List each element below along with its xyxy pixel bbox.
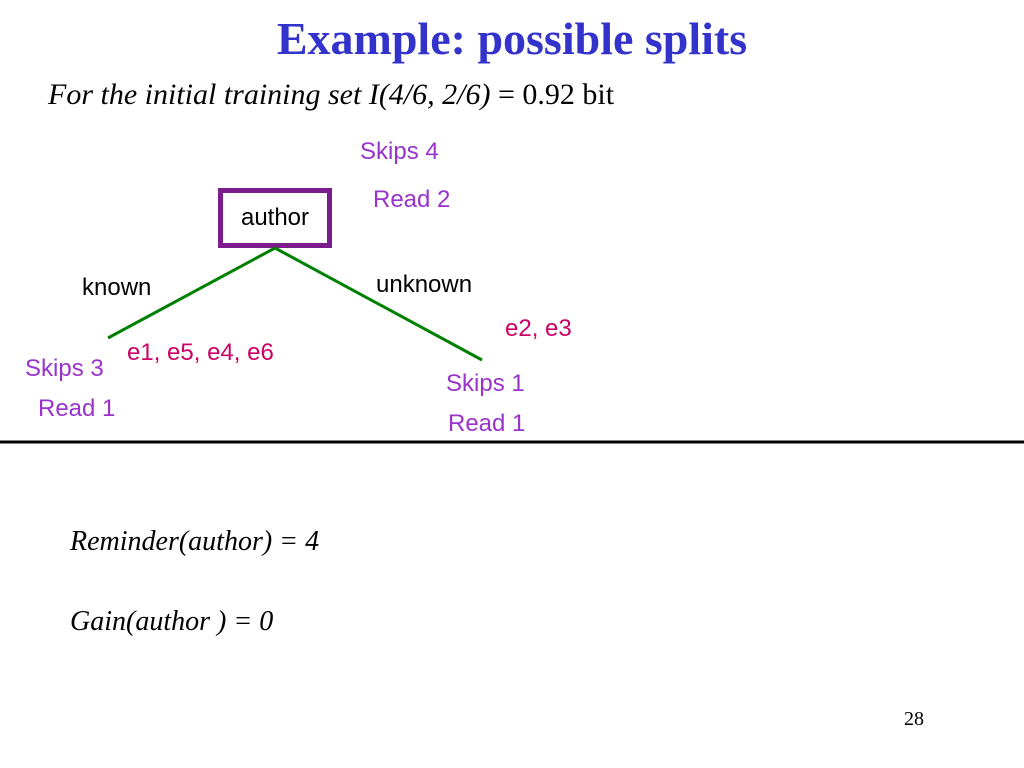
edge-known bbox=[107, 246, 276, 340]
unknown-reads-count: Read 1 bbox=[448, 410, 526, 437]
edge-label-unknown: unknown bbox=[376, 271, 473, 298]
unknown-skips-count: Skips 1 bbox=[446, 370, 525, 397]
gain-formula: Gain(author ) = 0 bbox=[70, 606, 274, 637]
animation-cover bbox=[360, 520, 660, 650]
root-skips-count: Skips 4 bbox=[360, 138, 439, 165]
known-examples: e1, e5, e4, e6 bbox=[127, 339, 274, 366]
root-node-label: author bbox=[240, 204, 310, 231]
subtitle-value-text: = 0.92 bit bbox=[490, 78, 615, 111]
unknown-examples: e2, e3 bbox=[505, 315, 572, 342]
animation-cover-gain bbox=[314, 600, 374, 650]
slide-subtitle: For the initial training set I(4/6, 2/6)… bbox=[48, 78, 614, 112]
known-reads-count: Read 1 bbox=[38, 395, 116, 422]
reminder-formula: Reminder(author) = 4 bbox=[70, 526, 320, 557]
edge-unknown bbox=[274, 246, 483, 362]
page-number: 28 bbox=[904, 708, 924, 730]
slide-title: Example: possible splits bbox=[276, 13, 748, 64]
edge-label-known: known bbox=[82, 274, 152, 301]
root-node-author: author bbox=[218, 188, 332, 248]
subtitle-italic-text: For the initial training set I(4/6, 2/6) bbox=[48, 78, 491, 111]
root-reads-count: Read 2 bbox=[373, 186, 451, 213]
known-skips-count: Skips 3 bbox=[25, 355, 104, 382]
